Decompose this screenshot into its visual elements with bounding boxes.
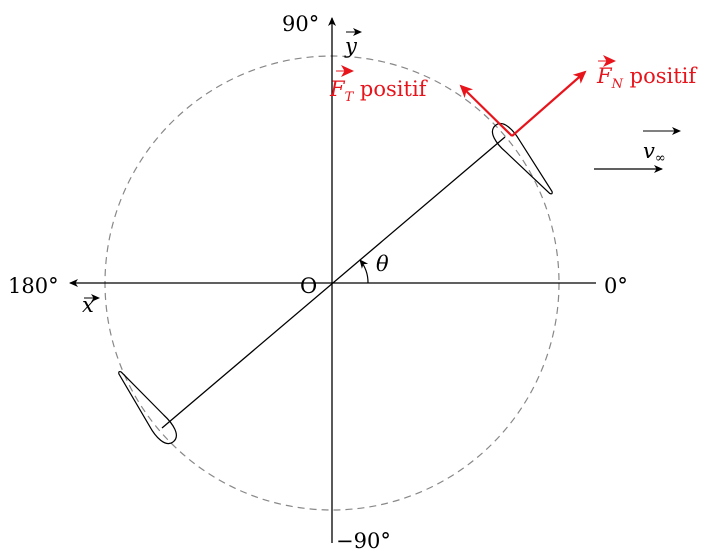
angle-180-label: 180° bbox=[8, 274, 59, 298]
v-inf-label: v∞ bbox=[643, 139, 666, 166]
lower-blade bbox=[118, 371, 177, 445]
ft-positif-label: FT positif bbox=[329, 77, 429, 105]
fn-arrow bbox=[511, 70, 587, 137]
theta-label: θ bbox=[376, 252, 389, 276]
fn-positif-label: FN positif bbox=[596, 64, 698, 92]
x-axis-label: x bbox=[82, 293, 94, 317]
theta-arc bbox=[359, 259, 369, 284]
origin-label: O bbox=[300, 274, 317, 298]
angle-0-label: 0° bbox=[604, 274, 628, 298]
ft-arrow bbox=[459, 84, 513, 137]
v-inf-sub: ∞ bbox=[655, 151, 666, 166]
angle-90-label: 90° bbox=[282, 12, 319, 36]
fn-sub: N bbox=[611, 77, 624, 92]
ft-sub: T bbox=[345, 90, 355, 105]
v-inf-base: v bbox=[643, 139, 655, 163]
fn-word: positif bbox=[623, 64, 698, 88]
rotor-arm bbox=[161, 136, 506, 429]
ft-base: F bbox=[329, 77, 346, 101]
angle-minus90-label: −90° bbox=[336, 529, 391, 553]
ft-word: positif bbox=[353, 77, 428, 101]
fn-base: F bbox=[596, 64, 613, 88]
upper-blade bbox=[491, 123, 553, 195]
y-axis-label: y bbox=[344, 34, 358, 58]
